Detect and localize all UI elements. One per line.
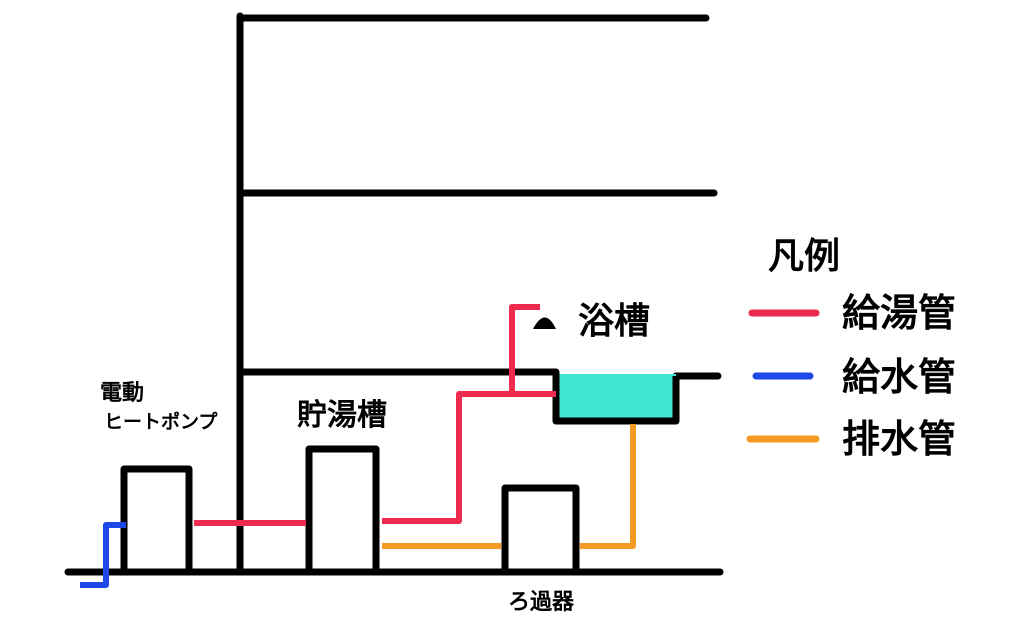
building-structure — [64, 12, 724, 576]
filter-box — [501, 484, 580, 570]
legend-label-hot-water: 給湯管 — [842, 291, 956, 335]
bathtub-label: 浴槽 — [578, 301, 650, 342]
bath-water — [556, 374, 676, 420]
drain-pipe-from-bath — [580, 424, 636, 549]
heat-pump-label-line1: 電動 — [100, 381, 144, 406]
legend: 凡例 給湯管 給水管 排水管 — [746, 236, 956, 461]
legend-title: 凡例 — [768, 236, 840, 277]
filter-label: ろ過器 — [508, 589, 575, 615]
water-supply-pipe — [80, 522, 126, 588]
legend-label-drain: 排水管 — [842, 417, 956, 461]
legend-label-water-supply: 給水管 — [842, 355, 956, 399]
hot-water-pipe-to-bath — [382, 391, 556, 524]
heat-pump-label-line2: ヒートポンプ — [104, 410, 218, 433]
storage-tank-label: 貯湯槽 — [297, 398, 387, 433]
hot-water-pipe-riser — [509, 304, 540, 394]
faucet-icon — [533, 317, 556, 329]
heat-pump-box — [120, 465, 193, 570]
storage-tank-box — [305, 445, 380, 570]
